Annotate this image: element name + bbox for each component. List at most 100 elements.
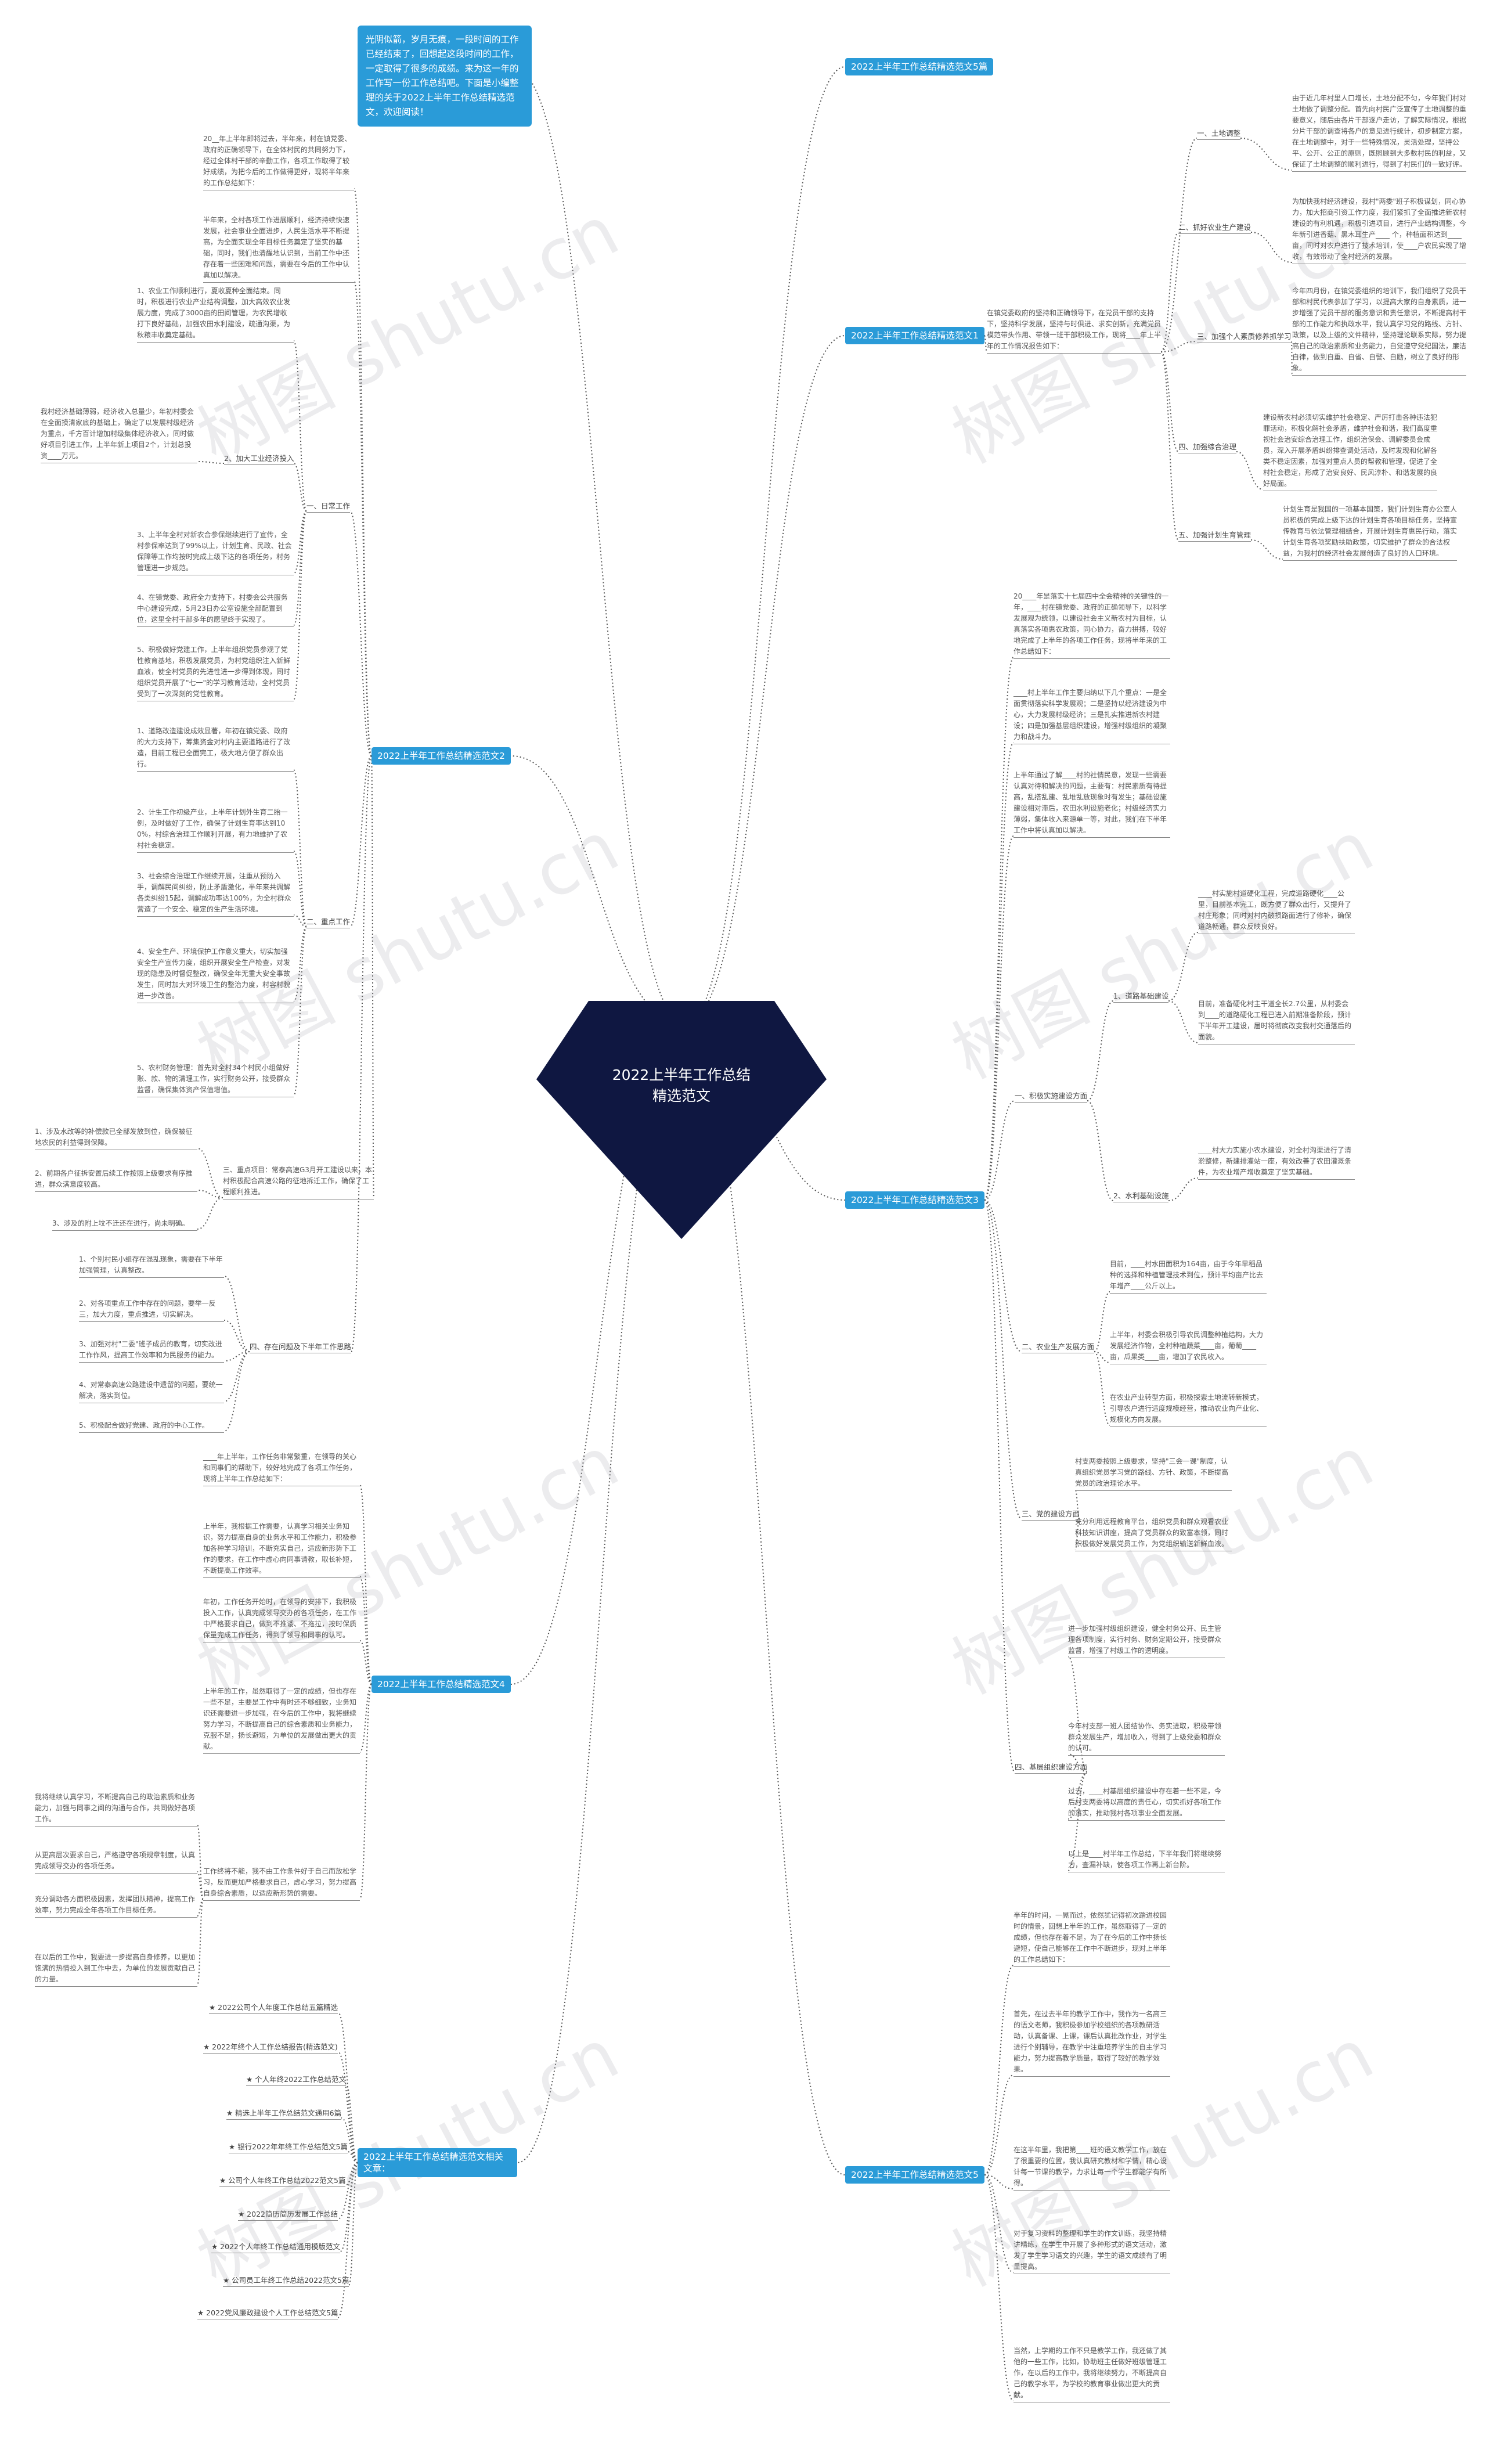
b4-list-text: 从更高层次要求自己，严格遵守各项规章制度，认真完成领导交办的各项任务。 [35, 1850, 197, 1874]
connector-line [351, 755, 372, 1352]
branch-fan-wen-5[interactable]: 2022上半年工作总结精选范文5 [845, 2166, 984, 2184]
connector-line [293, 914, 307, 927]
b2-item-text: 4、在镇党委、政府全力支持下，村委会公共服务中心建设完成，5月23日办公室设施全… [137, 592, 294, 627]
connector-line [984, 2174, 1014, 2189]
related-article-link[interactable]: ★ 精选上半年工作总结范文通用6篇 [226, 2109, 342, 2120]
connector-line [345, 2162, 358, 2186]
b1-item-text: 计划生育是我国的一项基本国策，我们计划生育办公室人员积极的完成上级下达的计划生育… [1283, 504, 1457, 561]
related-article-link[interactable]: ★ 2022个人年终工作总结通用模版范文 [211, 2242, 340, 2253]
connector-line [1094, 1351, 1110, 1426]
b3-sub-text: 在农业产业转型方面，积极探索土地流转新模式，引导农户进行适度规模经营，推动农业向… [1110, 1392, 1267, 1427]
b4-list-text: 在以后的工作中，我要进一步提高自身修养，以更加饱满的热情投入到工作中去，为单位的… [35, 1952, 197, 1987]
branch-fan-wen-5-pian[interactable]: 2022上半年工作总结精选范文5篇 [845, 58, 994, 75]
b1-item-label: 一、土地调整 [1197, 129, 1241, 140]
b2-group-label: 二、重点工作 [306, 917, 351, 928]
connector-line [371, 755, 374, 1198]
connector-line [1160, 351, 1179, 452]
intro-box[interactable]: 光阴似箭，岁月无痕，一段时间的工作已经结束了，回想起这段时间的工作，一定取得了很… [358, 26, 532, 127]
related-article-link[interactable]: ★ 2022简历简历发展工作总结 [238, 2210, 338, 2221]
connector-line [1087, 1000, 1114, 1101]
root-node[interactable]: 2022上半年工作总结精选范文 [536, 1001, 827, 1239]
b2-item-text: 5、积极做好党建工作，上半年组织党员参观了党性教育基地，积极发展党员，为村党组织… [137, 644, 294, 701]
connector-line [984, 335, 987, 352]
b5-para-text: 首先，在过去半年的教学工作中，我作为一名高三的语文老师，我积极参加学校组织的各项… [1013, 2009, 1170, 2077]
connector-line [1067, 1753, 1088, 1773]
b2-group-text: 三、重点项目：常泰高速G3月开工建设以来，本村积极配合高速公路的征地拆迁工作，确… [223, 1165, 374, 1199]
related-article-link[interactable]: ★ 2022党风廉政建设个人工作总结范文5篇 [197, 2308, 338, 2319]
connector-line [349, 755, 372, 927]
b2-item-text: 2、计生工作初级产业，上半年计划外生育二胎一例，及时做好了工作，确保了计划生育率… [137, 807, 294, 853]
connector-line [293, 769, 307, 927]
connector-line [984, 1199, 1022, 1352]
b3-sub-text: 充分利用远程教育平台，组织党员和群众观看农业科技知识讲座，提高了党员群众的致富本… [1075, 1516, 1232, 1551]
connector-line [517, 1024, 686, 2163]
b2-intro-text: 20__年上半年即将过去，半年来，村在镇党委、政府的正确领导下，在全体村民的共同… [203, 134, 354, 190]
b3-sub-label: 1、道路基础建设 [1113, 992, 1169, 1003]
b2-item-text: 1、涉及水改等的补偿款已全部发放到位，确保被征地农民的利益得到保障。 [35, 1126, 197, 1150]
b1-item-text: 建设新农村必须切实维护社会稳定、严厉打击各种违法犯罪活动，积极化解社会矛盾，维护… [1263, 412, 1437, 491]
b3-sub-text: ____村大力实施小农水建设，对全村沟渠进行了清淤整修，新建排灌站一座，有效改善… [1198, 1145, 1355, 1180]
connector-line [197, 1899, 204, 1986]
connector-line [293, 851, 307, 927]
b3-sub-text: 目前，____村水田面积为164亩，由于今年早稻品种的选择和种植管理技术到位，预… [1110, 1259, 1267, 1294]
related-article-link[interactable]: ★ 2022公司个人年度工作总结五篇精选 [209, 2003, 338, 2014]
b2-intro-text: 半年来，全村各项工作进展顺利，经济持续快速发展，社会事业全面进步，人民生活水平不… [203, 215, 354, 283]
connector-line [223, 1276, 250, 1352]
b2-group-label: 四、存在问题及下半年工作思路 [250, 1342, 352, 1353]
b3-para-text: 上半年通过了解____村的社情民意，发现一些需要认真对待和解决的问题，主要有：村… [1013, 770, 1170, 838]
connector-line [1074, 1489, 1080, 1519]
root-diamond-shape [536, 1001, 827, 1239]
connector-line [337, 2162, 358, 2220]
b2-item-text: 3、加强对村"二委"班子成员的教育，切实改进工作作风，提高工作效率和为民服务的能… [79, 1339, 224, 1363]
b2-item-text: 3、涉及的附上坟不迁还在进行，尚未明确。 [52, 1218, 197, 1231]
connector-line [341, 2117, 358, 2163]
connector-line [1094, 1291, 1110, 1352]
connector-line [223, 1351, 250, 1361]
branch-fan-wen-3[interactable]: 2022上半年工作总结精选范文3 [845, 1191, 984, 1209]
connector-line [1160, 138, 1198, 352]
connector-line [1160, 232, 1179, 352]
b2-item-text: 2、前期各户征拆安置后续工作按照上级要求有序推进，群众满意度较高。 [35, 1168, 197, 1192]
connector-line [1250, 539, 1283, 560]
connector-line [354, 280, 372, 757]
b3-group-label: 四、基层组织建设方面 [1015, 1763, 1088, 1774]
b4-para-text: 工作终将不能，我不由工作条件好于自己而放松学习，反而更加严格要求自己，虚心学习，… [203, 1866, 360, 1901]
b3-sub-text: ____村实施村道硬化工程，完成道路硬化____公里，目前基本完工，既方便了群众… [1198, 888, 1355, 934]
connector-line [1160, 351, 1179, 541]
b3-group-label: 二、农业生产发展方面 [1022, 1342, 1095, 1353]
connector-line [1074, 1518, 1080, 1550]
connector-line [223, 1320, 250, 1352]
branch-fan-wen-1[interactable]: 2022上半年工作总结精选范文1 [845, 327, 984, 344]
connector-line [1160, 341, 1198, 352]
connector-line [337, 2051, 358, 2163]
b2-group-label: 一、日常工作 [306, 502, 351, 513]
related-article-link[interactable]: ★ 个人年终2022工作总结范文 [246, 2075, 346, 2086]
branch-fan-wen-2[interactable]: 2022上半年工作总结精选范文2 [372, 747, 511, 765]
connector-line [197, 1871, 204, 1900]
connector-line [197, 461, 225, 464]
b2-sub-text: 我村经济基础薄弱，经济收入总量少，年初村委会在全面摸清家底的基础上，确定了以发展… [41, 406, 197, 463]
branch-related-articles[interactable]: 2022上半年工作总结精选范文相关文章： [358, 2148, 517, 2177]
connector-line [197, 1824, 204, 1900]
connector-line [293, 340, 307, 511]
connector-line [684, 66, 846, 1025]
b3-sub-text: 村支两委按照上级要求，坚持"三会一课"制度，认真组织党员学习党的路线、方针、政策… [1075, 1456, 1232, 1491]
related-article-link[interactable]: ★ 公司个人年终工作总结2022范文5篇 [219, 2176, 346, 2187]
connector-line [359, 1684, 372, 1900]
branch-fan-wen-4[interactable]: 2022上半年工作总结精选范文4 [372, 1676, 511, 1693]
b1-intro-text: 在镇党委政府的坚持和正确领导下，在党员干部的支持下，坚持科学发展，坚持与时俱进、… [987, 308, 1161, 354]
connector-line [293, 510, 307, 574]
related-article-link[interactable]: ★ 银行2022年年终工作总结范文5篇 [229, 2142, 348, 2153]
b1-item-label: 五、加强计划生育管理 [1178, 531, 1251, 542]
b5-para-text: 对于复习资料的整理和学生的作文训练，我坚持精讲精练，在学生中开展了多种形式的语文… [1013, 2228, 1170, 2274]
connector-line [340, 2162, 358, 2252]
b1-item-label: 二、抓好农业生产建设 [1178, 223, 1251, 234]
related-article-link[interactable]: ★ 公司员工年终工作总结2022范文5篇 [223, 2276, 349, 2287]
connector-line [337, 2012, 358, 2163]
connector-line [1168, 932, 1199, 1002]
connector-line [223, 1351, 250, 1432]
related-article-link[interactable]: ★ 2022年终个人工作总结报告(精选范文) [203, 2042, 338, 2054]
b3-sub-text: 目前，准备硬化村主干道全长2.7公里，从村委会到____的道路硬化工程已进入前期… [1198, 999, 1355, 1044]
connector-line [984, 742, 1014, 1201]
connector-line [197, 1148, 223, 1198]
